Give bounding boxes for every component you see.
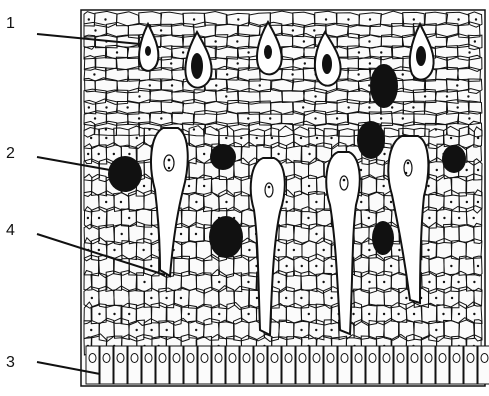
dark-cell	[372, 221, 394, 255]
dark-cell	[442, 145, 466, 173]
dark-cell	[209, 216, 243, 258]
label-3: 3	[6, 354, 15, 371]
goblet-nucleus	[265, 183, 273, 197]
goblet-nucleus	[340, 176, 348, 190]
basal-cell-row	[86, 346, 489, 384]
dark-cell	[357, 121, 385, 159]
dark-cell	[210, 144, 236, 170]
label-1: 1	[6, 15, 15, 32]
dark-cell	[108, 156, 142, 192]
label-4: 4	[6, 222, 15, 239]
dark-cell	[370, 64, 398, 108]
label-2: 2	[6, 145, 15, 162]
